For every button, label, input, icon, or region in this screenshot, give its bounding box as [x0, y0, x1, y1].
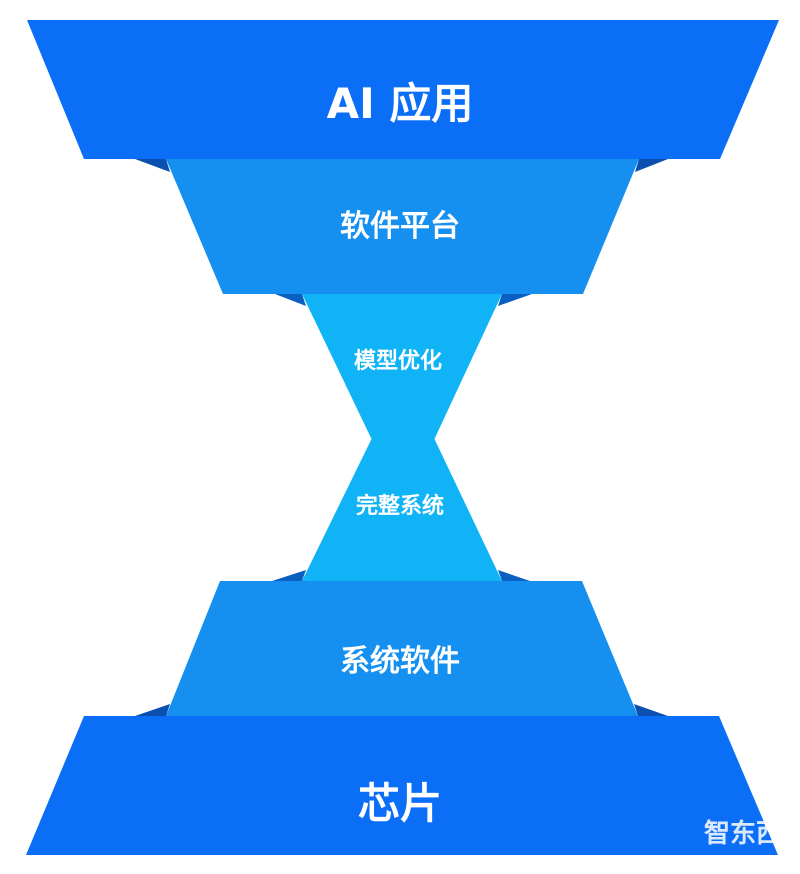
shadow-flap	[634, 704, 668, 716]
layer-software-platform	[166, 159, 639, 294]
shadow-flap	[135, 159, 170, 172]
label-chip: 芯片	[357, 779, 442, 828]
layer-chip	[26, 716, 778, 855]
shadow-flap	[272, 570, 306, 581]
label-ai-application: AI 应用	[326, 79, 474, 128]
shadow-flap	[498, 294, 532, 306]
label-model-optimization: 模型优化	[353, 349, 442, 374]
label-system-software: 系统软件	[340, 644, 460, 679]
shadow-flap	[275, 294, 306, 306]
watermark-logo: 智东西	[703, 819, 782, 849]
shadow-flap	[498, 570, 530, 581]
layer-model-optimization	[302, 294, 502, 440]
layer-complete-system	[302, 438, 502, 581]
shadow-flap	[635, 159, 668, 172]
label-complete-system: 完整系统	[355, 494, 444, 519]
label-software-platform: 软件平台	[340, 209, 460, 244]
shadow-flap	[135, 704, 170, 716]
layer-ai-application	[27, 20, 779, 159]
layer-system-software	[166, 581, 638, 716]
